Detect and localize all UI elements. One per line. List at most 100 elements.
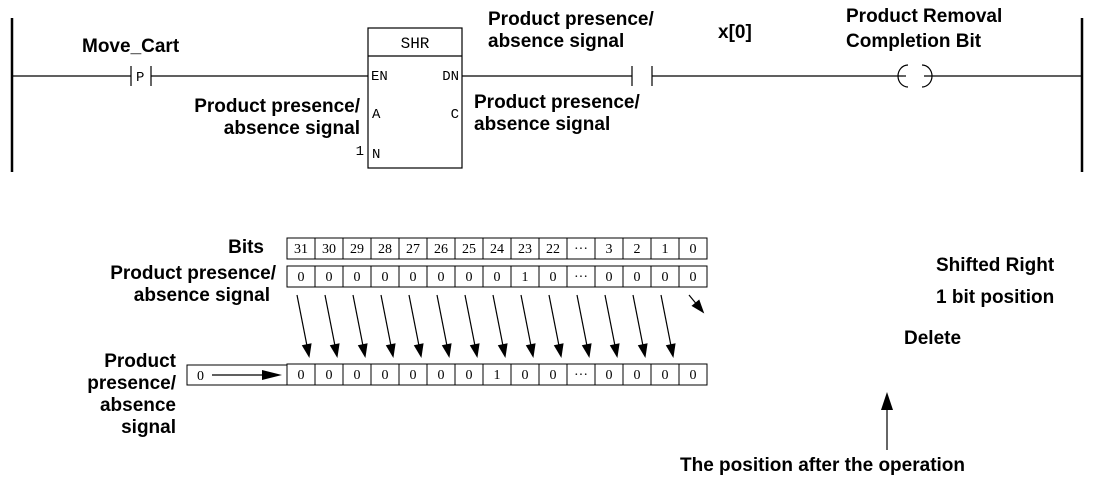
after-value-value: 0 (326, 368, 333, 383)
input-label-line3: absence (100, 395, 176, 416)
shift-arrow-head (665, 343, 676, 358)
shift-arrow-head (329, 343, 340, 358)
shift-arrow-head (413, 343, 424, 358)
after-value-value: 0 (466, 368, 473, 383)
shift-arrow-head (301, 343, 312, 358)
bit-number-value: 0 (690, 242, 697, 257)
shift-arrows (296, 294, 705, 358)
after-value-value: ··· (574, 368, 588, 383)
before-value-value: 0 (550, 270, 557, 285)
shift-table-diagram: Bits Product presence/ absence signal 3 1… (87, 237, 1055, 476)
positive-transition-contact: P (130, 66, 152, 86)
bit-number-value: 24 (490, 242, 504, 257)
shr-pin-en: EN (371, 69, 388, 85)
bits-label: Bits (228, 237, 264, 258)
after-value-value: 0 (522, 368, 529, 383)
normally-open-contact (631, 66, 653, 86)
shift-arrow-head (525, 343, 536, 358)
shr-input-label-line2: absence signal (224, 118, 360, 139)
coil-label-line2: Completion Bit (846, 31, 982, 52)
bit-number-value: 1 (662, 242, 669, 257)
shift-arrow-head (609, 343, 620, 358)
delete-arrow-head (691, 299, 705, 314)
bit-number-value: 29 (350, 242, 364, 257)
bit-number-value: 25 (462, 242, 476, 257)
shr-instruction-block: SHR EN DN A C N (367, 27, 463, 169)
after-value-value: 0 (410, 368, 417, 383)
shr-block-title: SHR (401, 35, 430, 53)
after-value-value: 0 (550, 368, 557, 383)
contact-symbol: P (136, 70, 144, 86)
shr-pin-c: C (451, 107, 459, 123)
before-value-row: 0 0 0 0 0 0 0 0 1 0 ··· 0 0 0 0 (286, 265, 708, 288)
contact2-index: x[0] (718, 22, 752, 43)
shr-output-label-line2: absence signal (474, 114, 610, 135)
shift-arrow-head (497, 343, 508, 358)
contact-label: Move_Cart (82, 36, 180, 57)
before-value-value: 1 (522, 270, 529, 285)
input-arrow-head (262, 370, 282, 380)
before-value-value: 0 (410, 270, 417, 285)
shr-pin-n: N (372, 147, 380, 163)
shift-note-line2: 1 bit position (936, 287, 1054, 308)
shift-arrow-head (553, 343, 564, 358)
before-value-value: 0 (438, 270, 445, 285)
before-value-value: 0 (662, 270, 669, 285)
after-value-value: 0 (606, 368, 613, 383)
position-note: The position after the operation (680, 455, 965, 476)
before-value-value: 0 (494, 270, 501, 285)
bit-number-value: 26 (434, 242, 448, 257)
before-value-value: 0 (298, 270, 305, 285)
delete-label: Delete (904, 328, 961, 349)
after-value-value: 0 (634, 368, 641, 383)
before-value-value: 0 (382, 270, 389, 285)
before-value-value: 0 (326, 270, 333, 285)
shift-arrow-head (581, 343, 592, 358)
after-value-value: 0 (298, 368, 305, 383)
input-label-line1: Product (104, 351, 176, 372)
shift-arrow-head (637, 343, 648, 358)
before-value-value: 0 (690, 270, 697, 285)
before-value-value: 0 (634, 270, 641, 285)
contact2-label-line1: Product presence/ (488, 9, 654, 30)
input-value-box: 0 (186, 364, 288, 386)
shr-block-frame (367, 27, 463, 169)
shift-arrow-head (385, 343, 396, 358)
before-value-value: 0 (466, 270, 473, 285)
after-value-value: 0 (690, 368, 697, 383)
output-coil (897, 64, 1082, 88)
bit-number-value: 2 (634, 242, 641, 257)
after-value-value: 0 (354, 368, 361, 383)
shr-pin-a: A (372, 107, 381, 123)
bit-number-value: 23 (518, 242, 532, 257)
shift-note-line1: Shifted Right (936, 255, 1055, 276)
input-value: 0 (197, 369, 204, 384)
shr-output-label-line1: Product presence/ (474, 92, 640, 113)
before-value-value: ··· (574, 270, 588, 285)
after-value-value: 0 (382, 368, 389, 383)
bit-number-value: 27 (406, 242, 420, 257)
ladder-rung: P Move_Cart Product presence/ absence si… (10, 6, 1084, 172)
shift-arrow-head (469, 343, 480, 358)
after-value-value: 1 (494, 368, 501, 383)
row-label-line2: absence signal (134, 285, 270, 306)
bit-number-cell (678, 237, 708, 260)
before-value-value: 0 (354, 270, 361, 285)
input-label-line2: presence/ (87, 373, 176, 394)
bit-number-value: 28 (378, 242, 392, 257)
bit-number-value: 30 (322, 242, 336, 257)
input-label-line4: signal (121, 417, 176, 438)
row-label-line1: Product presence/ (110, 263, 276, 284)
shr-n-value: 1 (356, 144, 364, 160)
before-value-value: 0 (606, 270, 613, 285)
bit-number-value: 22 (546, 242, 560, 257)
coil-label-line1: Product Removal (846, 6, 1002, 27)
shift-arrow-head (357, 343, 368, 358)
shift-arrow-head (441, 343, 452, 358)
bit-number-value: 3 (606, 242, 613, 257)
after-value-value: 0 (438, 368, 445, 383)
